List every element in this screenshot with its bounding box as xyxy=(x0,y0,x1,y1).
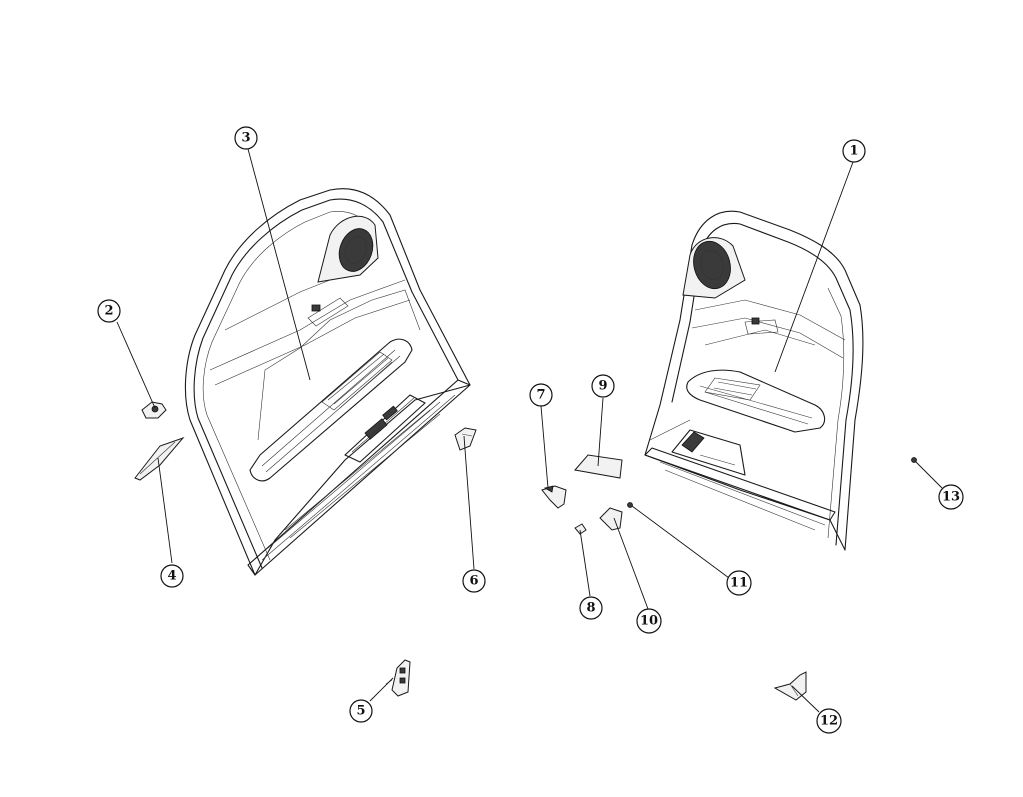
svg-text:11: 11 xyxy=(730,576,748,591)
panel-part-9 xyxy=(574,454,623,479)
svg-text:6: 6 xyxy=(469,574,478,589)
svg-text:1: 1 xyxy=(849,144,858,159)
svg-text:10: 10 xyxy=(640,614,658,629)
clip-part-8 xyxy=(574,523,587,535)
callout-7: 7 xyxy=(529,383,553,407)
svg-text:2: 2 xyxy=(104,304,113,319)
bracket-part-7 xyxy=(541,485,567,509)
screw-part-11 xyxy=(627,502,633,508)
cover-part-6 xyxy=(454,427,477,451)
svg-text:8: 8 xyxy=(586,601,595,616)
svg-text:4: 4 xyxy=(167,569,176,584)
leader-lines xyxy=(116,148,943,713)
svg-text:3: 3 xyxy=(241,131,250,146)
callout-12: 12 xyxy=(816,708,842,734)
callout-13: 13 xyxy=(938,484,964,510)
left-door-trim-panel xyxy=(184,188,471,576)
callout-4: 4 xyxy=(160,564,184,588)
svg-text:5: 5 xyxy=(356,704,365,719)
callout-2: 2 xyxy=(97,299,121,323)
callout-8: 8 xyxy=(579,596,603,620)
cover-part-10 xyxy=(599,507,623,531)
right-door-trim-panel xyxy=(644,210,864,551)
callout-5: 5 xyxy=(349,699,373,723)
svg-text:7: 7 xyxy=(536,388,545,403)
svg-text:9: 9 xyxy=(598,379,607,394)
callout-9: 9 xyxy=(591,374,615,398)
clip-bracket-part-2 xyxy=(141,401,167,419)
bracket-part-12 xyxy=(773,671,807,701)
switch-module-part-5 xyxy=(385,659,411,697)
callout-6: 6 xyxy=(462,569,486,593)
callout-3: 3 xyxy=(234,126,258,150)
callout-10: 10 xyxy=(636,608,662,634)
trim-piece-part-4 xyxy=(134,436,185,481)
svg-text:12: 12 xyxy=(820,714,838,729)
svg-text:13: 13 xyxy=(942,490,960,505)
callout-11: 11 xyxy=(726,570,752,596)
callout-1: 1 xyxy=(842,139,866,163)
